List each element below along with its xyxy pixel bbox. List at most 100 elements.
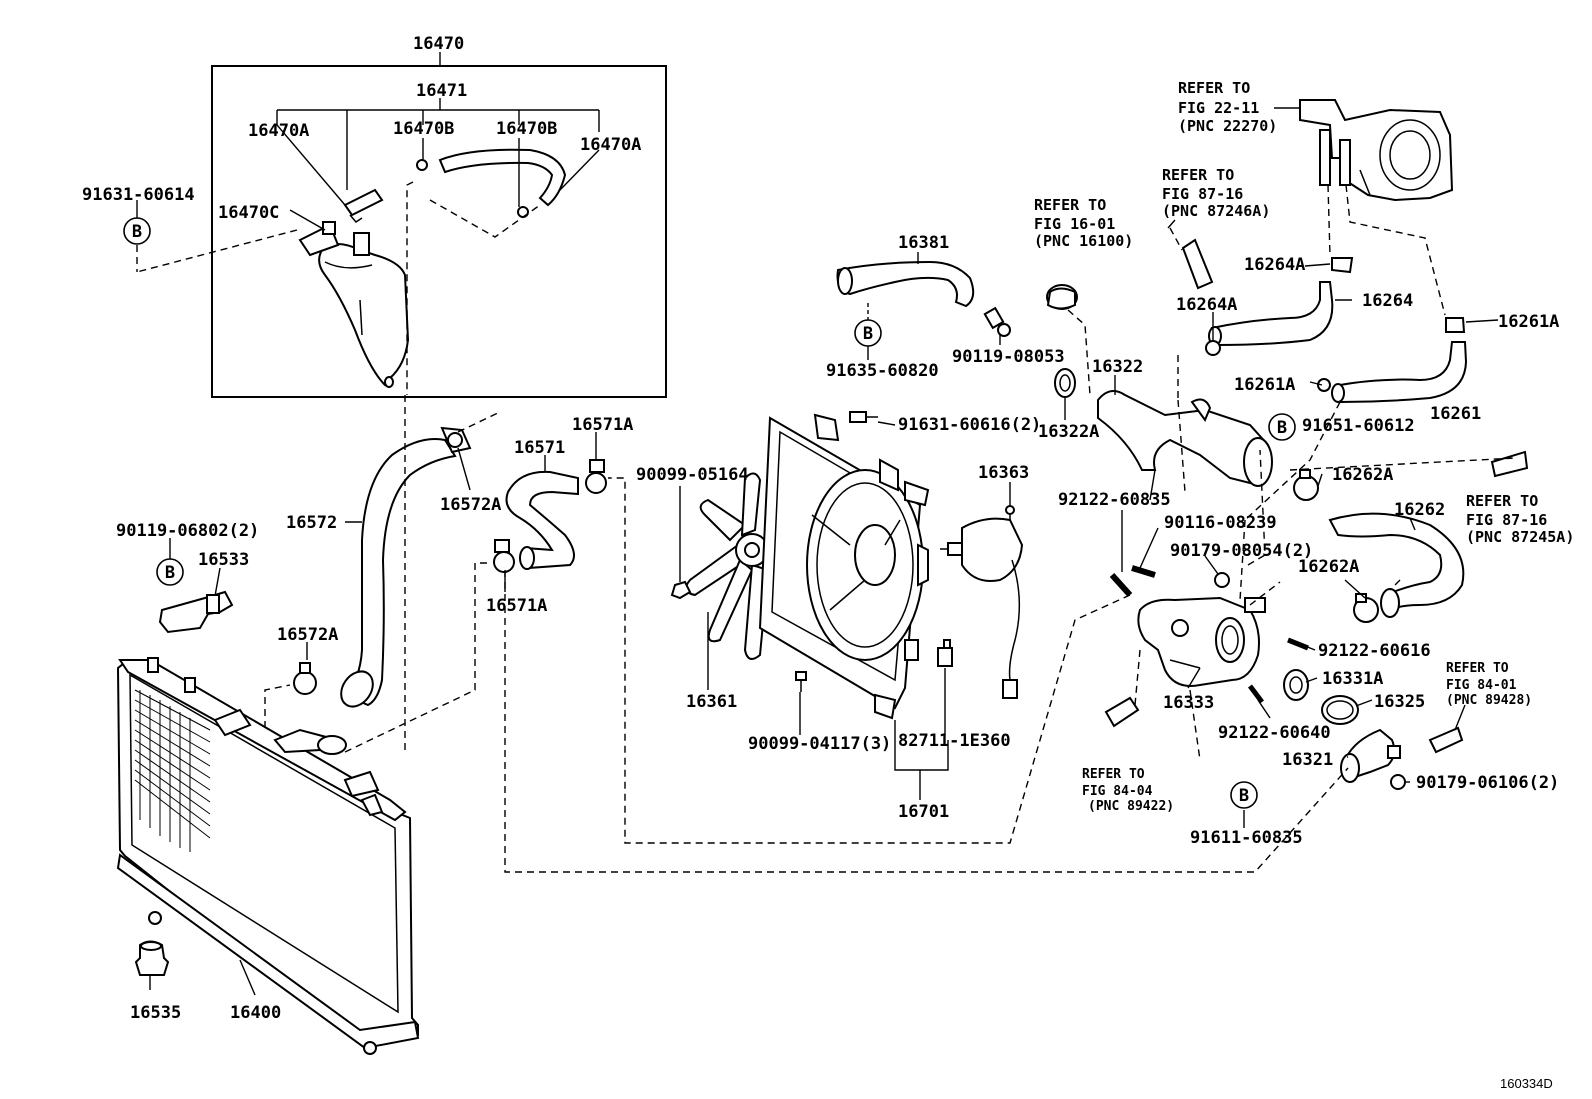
reference-fig-22-11: REFER TO FIG 22-11 (PNC 22270) (1178, 79, 1277, 135)
label-16470C: 16470C (218, 203, 279, 223)
screw-90099-04117 (795, 671, 807, 692)
svg-text:FIG 16-01: FIG 16-01 (1034, 215, 1115, 233)
label-16322A: 16322A (1038, 422, 1099, 442)
svg-text:REFER TO: REFER TO (1082, 767, 1145, 782)
label-16264A-mid: 16264A (1176, 295, 1237, 315)
stud-92122-60640 (1248, 684, 1264, 704)
svg-text:FIG 87-16: FIG 87-16 (1162, 185, 1243, 203)
hose-clip-16264A-top (1331, 257, 1354, 274)
leader-lines (136, 107, 1499, 996)
label-91631-60614: 91631-60614 (82, 185, 195, 205)
label-16261A-mid: 16261A (1234, 375, 1295, 395)
label-16571: 16571 (514, 438, 565, 458)
label-16572: 16572 (286, 513, 337, 533)
svg-text:B: B (132, 222, 142, 242)
svg-text:B: B (1239, 786, 1249, 806)
label-16572A-bottom: 16572A (277, 625, 338, 645)
svg-text:FIG 87-16: FIG 87-16 (1466, 511, 1547, 529)
label-16471: 16471 (416, 81, 467, 101)
label-90179-06106: 90179-06106(2) (1416, 773, 1559, 793)
hose-clip-16262A-top (1293, 469, 1319, 501)
svg-text:B: B (863, 324, 873, 344)
svg-text:REFER TO: REFER TO (1466, 492, 1538, 510)
circle-b-icon: B (1268, 413, 1296, 441)
gasket-16322A (1054, 368, 1076, 398)
label-16261A-right: 16261A (1498, 312, 1559, 332)
fan-motor (940, 505, 1024, 699)
label-90179-08054: 90179-08054(2) (1170, 541, 1313, 561)
label-16470A-right: 16470A (580, 135, 641, 155)
bypass-hose-16381 (836, 260, 975, 308)
part-labels: 16470 16471 16470A 16470B 16470B 16470A … (82, 34, 1559, 1023)
circle-b-icon: B (123, 217, 151, 245)
label-16533: 16533 (198, 550, 249, 570)
label-16262A-bottom: 16262A (1298, 557, 1359, 577)
nut-90179-06106 (1390, 774, 1406, 790)
circle-b-icon: B (854, 319, 882, 347)
label-16325: 16325 (1374, 692, 1425, 712)
label-16571A-top: 16571A (572, 415, 633, 435)
label-90099-05164: 90099-05164 (636, 465, 749, 485)
label-90119-06802: 90119-06802(2) (116, 521, 259, 541)
lower-radiator-hose (505, 470, 579, 570)
fan-shroud (758, 413, 930, 720)
label-92122-60640: 92122-60640 (1218, 723, 1331, 743)
reservoir-assembly-box (211, 52, 667, 398)
svg-text:B: B (165, 563, 175, 583)
svg-text:B: B (1277, 418, 1287, 438)
radiator-cushion (134, 940, 170, 976)
reference-fig-87-16-a: REFER TO FIG 87-16 (PNC 87246A) (1162, 166, 1270, 220)
svg-text:FIG 22-11: FIG 22-11 (1178, 99, 1259, 117)
reference-fig-87-16-b: REFER TO FIG 87-16 (PNC 87245A) (1466, 492, 1574, 546)
label-16264: 16264 (1362, 291, 1413, 311)
label-90116-08239: 90116-08239 (1164, 513, 1277, 533)
label-16470A-left: 16470A (248, 121, 309, 141)
svg-text:REFER TO: REFER TO (1446, 661, 1509, 676)
label-16322: 16322 (1092, 357, 1143, 377)
label-16535: 16535 (130, 1003, 181, 1023)
label-16261: 16261 (1430, 404, 1481, 424)
label-16361: 16361 (686, 692, 737, 712)
stud-92122-60835 (1109, 572, 1133, 598)
reference-fig-84-04: REFER TO FIG 84-04 (PNC 89422) (1082, 767, 1174, 814)
circle-b-icon: B (1230, 781, 1258, 809)
connector-82711-1E360 (937, 639, 953, 667)
circle-b-icon: B (156, 558, 184, 586)
label-16400: 16400 (230, 1003, 281, 1023)
hose-clip-16261A-right (1445, 317, 1466, 333)
label-16264A-top: 16264A (1244, 255, 1305, 275)
label-91631-60616: 91631-60616(2) (898, 415, 1041, 435)
label-16470: 16470 (413, 34, 464, 54)
nut-90179-08054 (1214, 572, 1230, 588)
label-16363: 16363 (978, 463, 1029, 483)
label-16321: 16321 (1282, 750, 1333, 770)
hose-clip-16261A-mid (1317, 378, 1331, 392)
label-82711-1E360: 82711-1E360 (898, 731, 1011, 751)
water-inlet-pipe (1097, 390, 1273, 487)
hose-clamp-16572A-bottom (293, 662, 317, 695)
water-hose-16261 (1331, 341, 1468, 404)
water-hose-16262 (1328, 450, 1529, 618)
svg-text:FIG 84-04: FIG 84-04 (1082, 784, 1153, 799)
water-outlet-housing (1137, 596, 1266, 687)
svg-text:(PNC 89428): (PNC 89428) (1446, 693, 1532, 708)
reference-fig-84-01: REFER TO FIG 84-01 (PNC 89428) (1446, 661, 1532, 708)
label-90119-08053: 90119-08053 (952, 347, 1065, 367)
label-91651-60612: 91651-60612 (1302, 416, 1415, 436)
label-16470B-right: 16470B (496, 119, 557, 139)
label-16333: 16333 (1163, 693, 1214, 713)
stud-90116-08239 (1131, 565, 1156, 578)
label-16331A: 16331A (1322, 669, 1383, 689)
label-92122-60835-top: 92122-60835 (1058, 490, 1171, 510)
bolt-91631-60616 (849, 411, 878, 423)
label-91635-60820: 91635-60820 (826, 361, 939, 381)
label-16262A-top: 16262A (1332, 465, 1393, 485)
svg-text:FIG 84-01: FIG 84-01 (1446, 678, 1517, 693)
svg-text:REFER TO: REFER TO (1162, 166, 1234, 184)
reference-fig-16-01: REFER TO FIG 16-01 (PNC 16100) (1034, 196, 1133, 250)
thermostat-cap-reference (1046, 284, 1078, 310)
svg-text:(PNC 16100): (PNC 16100) (1034, 232, 1133, 250)
thermostat-16331A (1283, 669, 1309, 701)
hose-clip-16264A-mid (1205, 340, 1221, 356)
